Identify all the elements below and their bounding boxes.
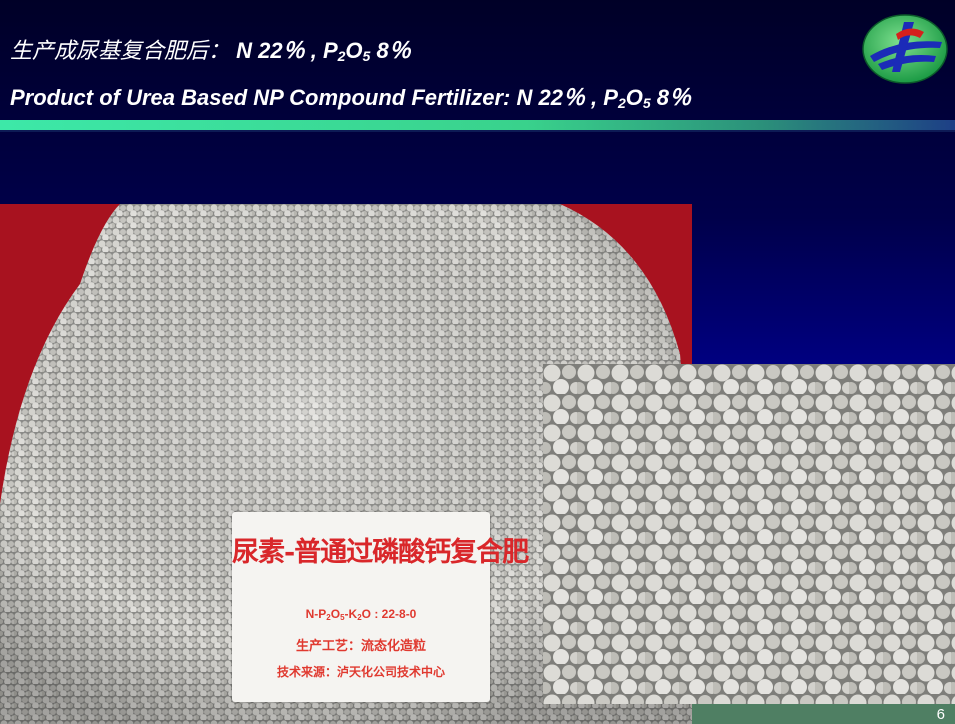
subscript-2: 2: [337, 48, 346, 64]
product-label-title: 尿素-普通过磷酸钙复合肥: [232, 537, 529, 568]
formula-o: O: [330, 607, 341, 621]
formula-end: 8％: [650, 85, 692, 110]
title-chinese-text: 生产成尿基复合肥后：: [10, 38, 231, 63]
formula-end: 8％: [370, 38, 411, 63]
subscript-2: 2: [357, 613, 362, 622]
subscript-5: 5: [642, 95, 651, 111]
formula-ratio: O : 22-8-0: [361, 607, 417, 621]
granules-closeup-photo: [543, 364, 955, 704]
title-chinese: 生产成尿基复合肥后： N 22％ , P2O5 8％: [10, 33, 411, 65]
subscript-5: 5: [340, 613, 345, 622]
product-label-card: 尿素-普通过磷酸钙复合肥 N-P2O5-K2O : 22-8-0 生产工艺：流态…: [232, 512, 529, 702]
formula-n-p: N-P: [305, 607, 327, 621]
formula-k: -K: [344, 607, 358, 621]
title-divider-shadow: [0, 130, 955, 132]
product-label-source: 技术来源：泸天化公司技术中心: [276, 665, 445, 679]
formula-o: O: [625, 85, 643, 110]
subscript-2: 2: [617, 95, 626, 111]
title-divider: [0, 120, 955, 130]
title-english: Product of Urea Based NP Compound Fertil…: [10, 80, 691, 112]
title-english-text: Product of Urea Based NP Compound Fertil…: [10, 85, 618, 110]
product-label-formula: N-P2O5-K2O : 22-8-0: [232, 607, 490, 622]
company-logo-icon: [862, 14, 948, 84]
subscript-2: 2: [326, 613, 331, 622]
product-label-process: 生产工艺：流态化造粒: [295, 638, 426, 653]
formula-o: O: [345, 38, 363, 63]
page-number: 6: [936, 706, 945, 723]
page-number-box: 6: [692, 704, 955, 724]
formula-n-p: N 22％ , P: [236, 38, 338, 63]
title-chinese-formula: N 22％ , P2O5 8％: [236, 38, 411, 64]
subscript-5: 5: [362, 48, 371, 64]
